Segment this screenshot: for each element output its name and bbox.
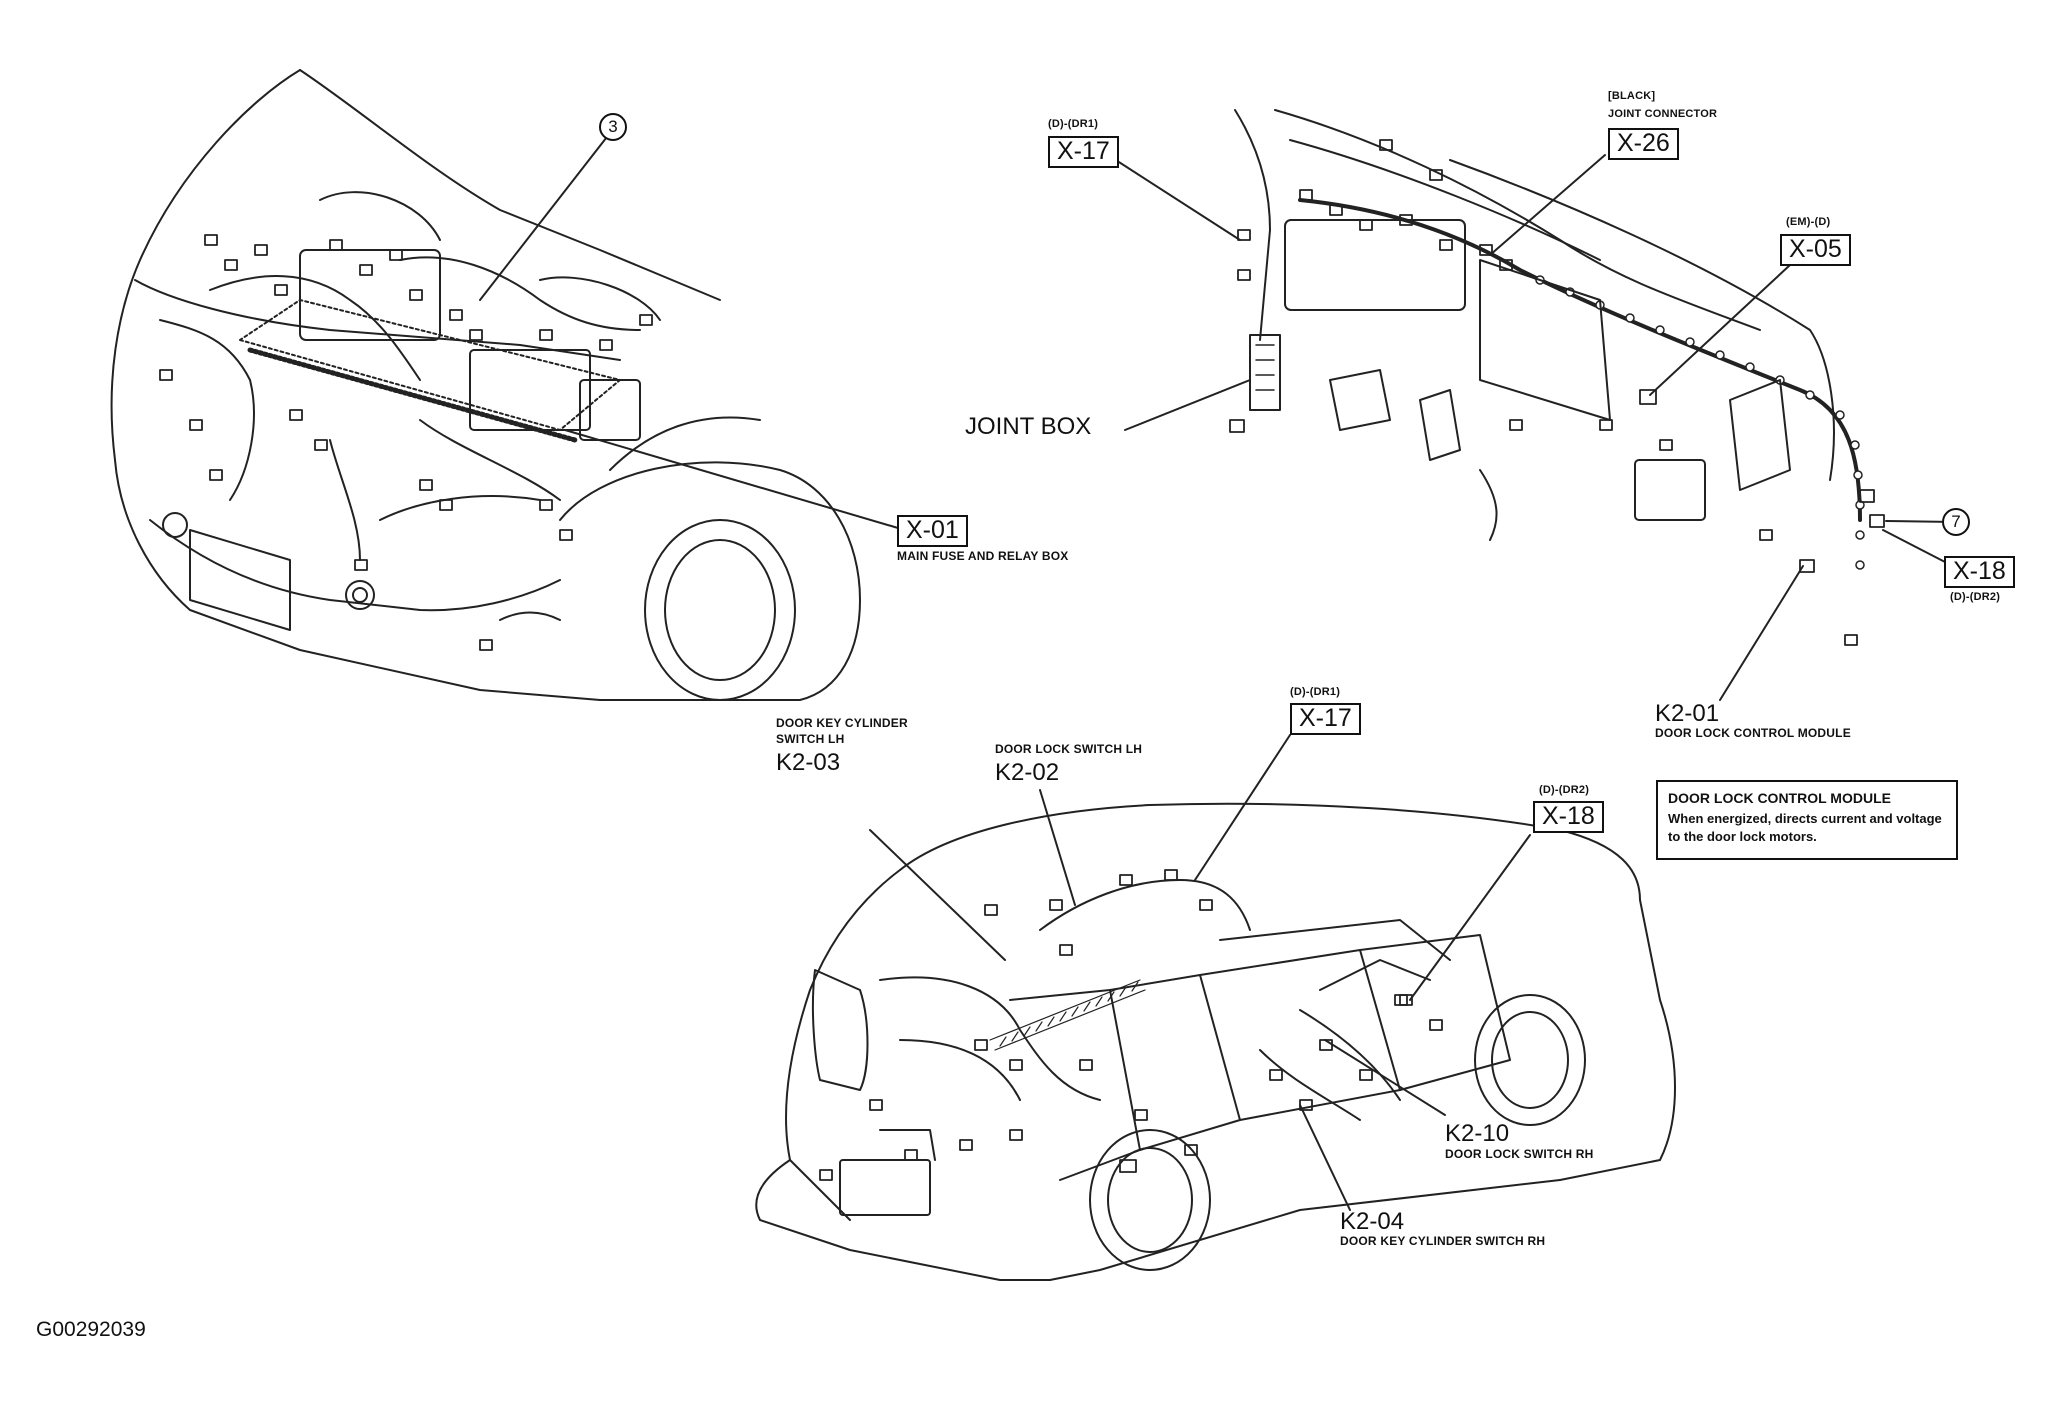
connector-x17-top-sub: (D)-(DR1) [1048,118,1099,130]
connector-x18-bottom-label: X-18 [1533,801,1604,833]
connector-k204-description: DOOR KEY CYLINDER SWITCH RH [1340,1234,1546,1248]
dashboard-harness-drawing [1107,109,1956,701]
reference-circle-3: 3 [599,113,627,141]
joint-box-label: JOINT BOX [965,413,1092,440]
connector-k210-label: K2-10 [1445,1120,1510,1147]
connector-x18-right-label: X-18 [1944,556,2015,588]
connector-x05-sub: (EM)-(D) [1786,216,1831,228]
connector-x17-top-label: X-17 [1048,136,1119,168]
connector-x26-label: X-26 [1608,128,1679,160]
connector-k203-label: K2-03 [776,749,841,776]
reference-circle-7: 7 [1942,508,1970,536]
connector-k202-description: DOOR LOCK SWITCH LH [995,742,1143,756]
callout-title: DOOR LOCK CONTROL MODULE [1668,790,1891,806]
connector-k202-label: K2-02 [995,759,1060,786]
connector-k201-description: DOOR LOCK CONTROL MODULE [1655,726,1851,740]
connector-x05-label: X-05 [1780,234,1851,266]
connector-x18-right-sub: (D)-(DR2) [1950,591,2001,603]
connector-k210-description: DOOR LOCK SWITCH RH [1445,1147,1594,1161]
connector-k204-label: K2-04 [1340,1208,1405,1235]
connector-x18-bottom-sub: (D)-(DR2) [1539,784,1590,796]
callout-door-lock-control-module: DOOR LOCK CONTROL MODULE When energized,… [1656,780,1958,860]
connector-x17-bottom-sub: (D)-(DR1) [1290,686,1341,698]
connector-x26-sub1: [BLACK] [1608,90,1656,102]
connector-x26-sub2: JOINT CONNECTOR [1608,108,1718,120]
connector-k201-label: K2-01 [1655,700,1720,727]
connector-k203-description-2: SWITCH LH [776,732,845,746]
connector-k203-description-1: DOOR KEY CYLINDER [776,716,908,730]
connector-x17-bottom-label: X-17 [1290,703,1361,735]
minivan-drawing [755,734,1676,1281]
connector-x01-label: X-01 [897,515,968,547]
figure-id: G00292039 [36,1318,146,1341]
connector-x01-description: MAIN FUSE AND RELAY BOX [897,549,1069,563]
front-vehicle-drawing [110,69,899,701]
callout-body: When energized, directs current and volt… [1668,811,1942,844]
